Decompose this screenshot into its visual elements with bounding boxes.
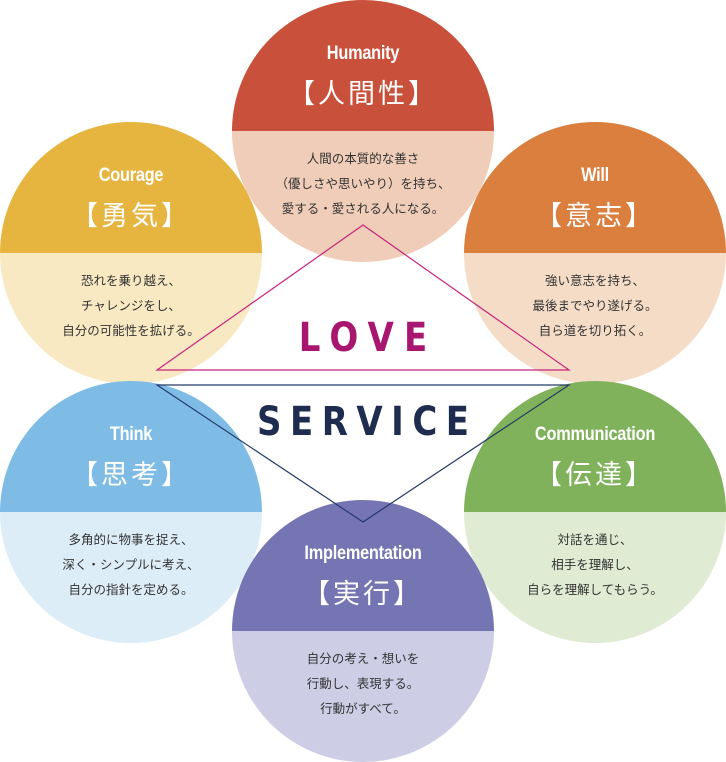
value-description: 対話を通じ、 相手を理解し、 自らを理解してもらう。: [464, 527, 726, 602]
value-circle-top-half: [232, 500, 494, 631]
value-description: 自分の考え・想いを 行動し、表現する。 行動がすべて。: [232, 646, 494, 721]
value-english-name: Will: [581, 165, 609, 186]
service-label: SERVICE: [256, 399, 478, 445]
value-circle-bottom-half: [464, 512, 726, 643]
description-line: 強い意志を持ち、: [544, 273, 645, 288]
description-line: 行動し、表現する。: [306, 676, 420, 691]
value-circle-top-half: [464, 381, 726, 512]
description-line: 恐れを乗り越え、: [80, 273, 181, 288]
value-circle-top-half: [0, 122, 262, 253]
value-english-name: Humanity: [326, 43, 400, 64]
value-circle-bottom-half: [232, 631, 494, 762]
value-circle-top-half: [464, 122, 726, 253]
value-circle-top-half: [232, 0, 494, 131]
value-description: 人間の本質的な善さ （優しさや思いやり）を持ち、 愛する・愛される人になる。: [232, 146, 494, 221]
value-english-name: Think: [109, 424, 153, 445]
value-japanese-name: 【実行】: [303, 579, 423, 610]
value-japanese-name: 【意志】: [535, 201, 655, 232]
value-circle-implementation: Implementation 【実行】 自分の考え・想いを 行動し、表現する。 …: [232, 500, 494, 762]
love-label: LOVE: [298, 315, 438, 361]
value-circle-humanity: Humanity 【人間性】 人間の本質的な善さ （優しさや思いやり）を持ち、 …: [232, 0, 494, 262]
description-line: 愛する・愛される人になる。: [281, 201, 445, 216]
description-line: 人間の本質的な善さ: [306, 151, 420, 166]
description-line: 相手を理解し、: [551, 557, 639, 572]
description-line: 多角的に物事を捉え、: [68, 532, 194, 547]
value-circle-bottom-half: [0, 512, 262, 643]
value-japanese-name: 【人間性】: [288, 79, 438, 110]
description-line: 自分の指針を定める。: [68, 582, 194, 597]
description-line: （優しさや思いやり）を持ち、: [275, 176, 451, 191]
value-japanese-name: 【思考】: [71, 460, 191, 491]
value-description: 多角的に物事を捉え、 深く・シンプルに考え、 自分の指針を定める。: [0, 527, 262, 602]
description-line: 行動がすべて。: [320, 701, 406, 716]
value-english-name: Implementation: [304, 543, 422, 564]
value-circle-top-half: [0, 381, 262, 512]
description-line: 最後までやり遂げる。: [532, 298, 658, 313]
description-line: チャレンジをし、: [81, 298, 181, 313]
value-english-name: Courage: [98, 165, 164, 186]
description-line: 自らを理解してもらう。: [527, 582, 663, 597]
description-line: 深く・シンプルに考え、: [62, 557, 200, 572]
description-line: 対話を通じ、: [557, 532, 633, 547]
value-japanese-name: 【伝達】: [535, 460, 655, 491]
description-line: 自分の考え・想いを: [306, 651, 420, 666]
value-japanese-name: 【勇気】: [71, 201, 191, 232]
